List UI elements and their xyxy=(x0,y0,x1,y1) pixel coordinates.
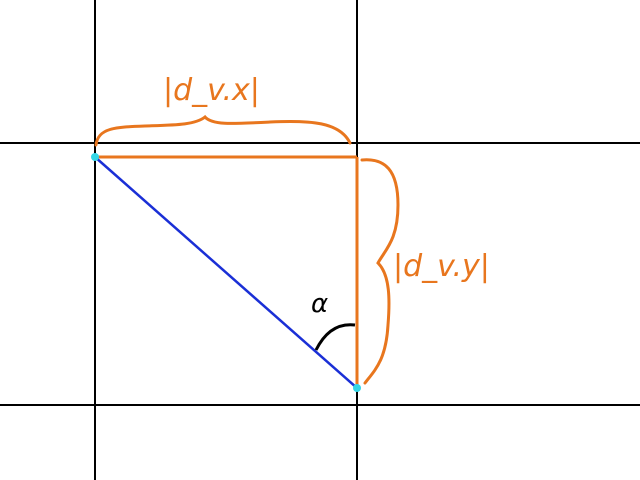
brace-right xyxy=(360,158,400,385)
hypotenuse xyxy=(94,156,358,389)
end-point xyxy=(353,384,361,392)
label-dy: |d_v.y| xyxy=(393,249,490,284)
angle-arc xyxy=(314,323,356,351)
label-dx: |d_v.x| xyxy=(163,73,260,108)
brace-top xyxy=(94,114,352,147)
label-angle: α xyxy=(311,289,328,319)
start-point xyxy=(91,153,99,161)
